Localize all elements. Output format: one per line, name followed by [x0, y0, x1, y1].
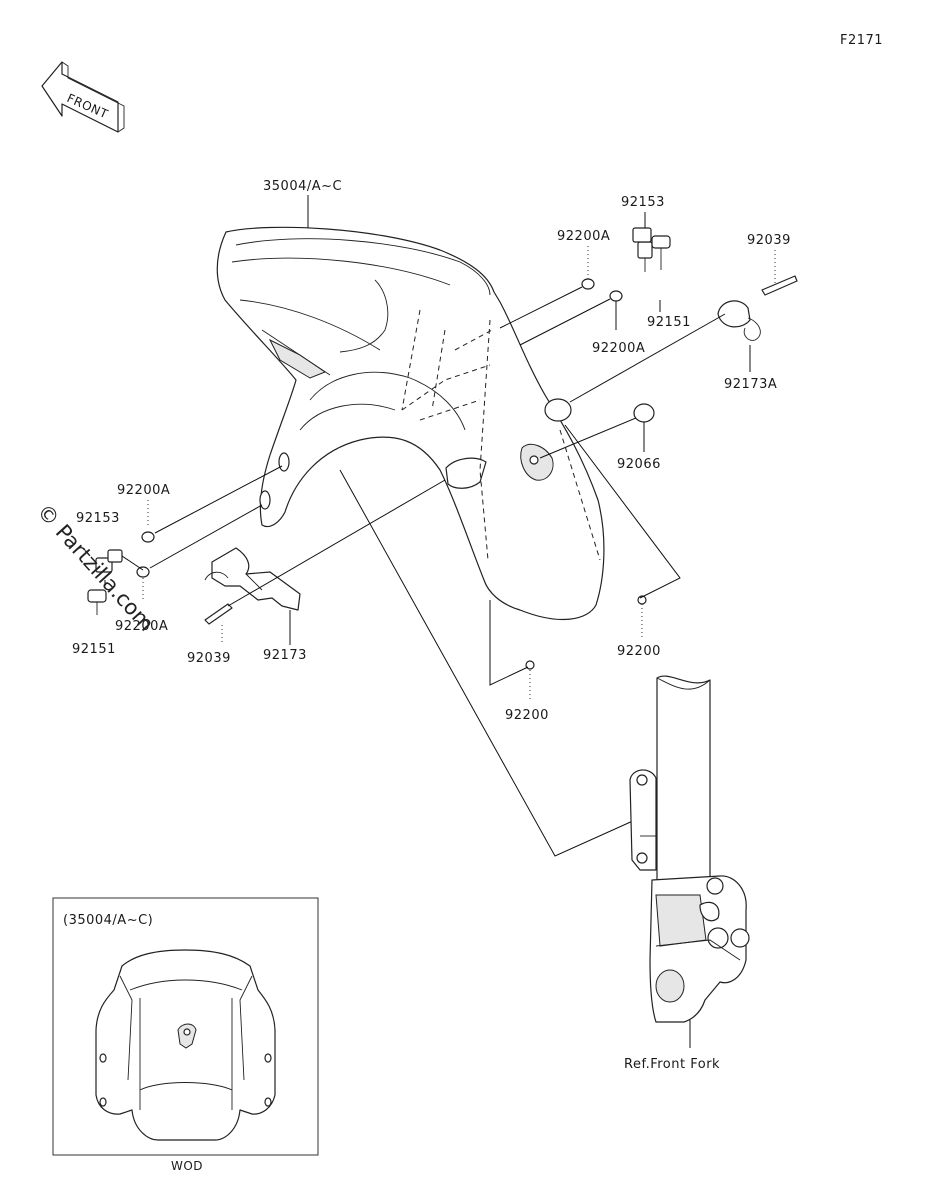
bolt-92153-left[interactable]	[95, 549, 123, 573]
label-92039-right[interactable]: 92039	[747, 233, 791, 248]
label-92200-bottom[interactable]: 92200	[505, 708, 549, 723]
diagram-code: F2171	[840, 33, 883, 48]
collar-92200A-right[interactable]	[609, 290, 623, 302]
leader-lines	[104, 195, 776, 857]
cap-92039-left[interactable]	[204, 603, 233, 625]
label-92151-left[interactable]: 92151	[72, 642, 116, 657]
label-92200-right[interactable]: 92200	[617, 644, 661, 659]
collar-92200A-left[interactable]	[141, 531, 155, 543]
clamp-92173A[interactable]	[717, 300, 761, 341]
label-35004[interactable]: 35004/A~C	[263, 179, 342, 194]
inset-box: (35004/A~C) WOD	[52, 897, 319, 1173]
grommet-92066[interactable]	[633, 403, 655, 423]
label-92200A-left[interactable]: 92200A	[117, 483, 170, 498]
label-92200A-top[interactable]: 92200A	[557, 229, 610, 244]
label-92173[interactable]: 92173	[263, 648, 307, 663]
label-92039-left[interactable]: 92039	[187, 651, 231, 666]
front-fork[interactable]	[629, 675, 750, 1048]
clamp-92173[interactable]	[204, 547, 301, 611]
label-92066[interactable]: 92066	[617, 457, 661, 472]
inset-title: (35004/A~C)	[63, 913, 153, 928]
bolt-92151-right[interactable]	[651, 235, 671, 270]
part-labels: 35004/A~C 92153 92200A 92039 92151 92200…	[72, 179, 791, 1072]
collar-92200A-left2[interactable]	[136, 566, 150, 578]
label-92200A-right[interactable]: 92200A	[592, 341, 645, 356]
label-ref-front-fork[interactable]: Ref.Front Fork	[624, 1057, 720, 1072]
label-92173A[interactable]: 92173A	[724, 377, 777, 392]
cap-92039-right[interactable]	[761, 275, 798, 296]
front-arrow-icon: FRONT	[41, 61, 125, 133]
inset-caption: WOD	[171, 1159, 203, 1173]
bolt-92153-right[interactable]	[632, 227, 653, 272]
label-92153-left[interactable]: 92153	[76, 511, 120, 526]
hardware-right[interactable]	[525, 227, 798, 670]
inset-fender[interactable]	[95, 949, 276, 1141]
front-fender[interactable]	[216, 226, 605, 621]
label-92200A-left2[interactable]: 92200A	[115, 619, 168, 634]
label-92153-right[interactable]: 92153	[621, 195, 665, 210]
hardware-left[interactable]	[87, 531, 301, 625]
collar-92200A-top[interactable]	[581, 278, 595, 290]
bolt-92151-left[interactable]	[87, 589, 107, 615]
label-92151-right[interactable]: 92151	[647, 315, 691, 330]
